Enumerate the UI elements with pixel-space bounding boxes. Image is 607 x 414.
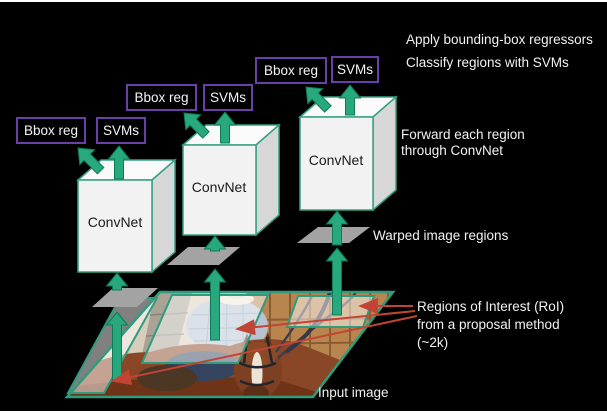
bbox-reg-box-1: Bbox reg: [16, 117, 86, 144]
green-arrow-convnet-to-bboxreg-2: [183, 112, 210, 139]
bbox-reg-label-2: Bbox reg: [134, 90, 189, 105]
convnet-box-3-side: [372, 95, 397, 212]
warped-region-1: [92, 288, 158, 307]
annotation-input-image: Input image: [318, 385, 389, 400]
green-arrow-warp-to-convnet-1: [105, 272, 129, 291]
green-arrow-image-to-warp-3: [325, 247, 349, 316]
annotation-roi: Regions of Interest (RoI) from a proposa…: [417, 298, 564, 352]
convnet-label-1: ConvNet: [88, 214, 143, 230]
bbox-reg-label-3: Bbox reg: [263, 63, 319, 78]
photo-horse-blaze: [251, 352, 263, 394]
annotation-forward-region-line1: Forward each region: [401, 127, 525, 142]
annotation-forward-region-line2: through ConvNet: [401, 143, 504, 158]
annotation-roi-line2: from a proposal method: [417, 317, 560, 332]
svms-box-2: SVMs: [203, 84, 253, 111]
convnet-label-3: ConvNet: [309, 152, 364, 168]
svms-label-2: SVMs: [209, 90, 246, 105]
green-arrow-convnet-to-svms-2: [213, 111, 237, 144]
photo-bridle: [237, 336, 277, 387]
convnet-label-2: ConvNet: [192, 179, 247, 195]
slide-bottom-edge: [0, 411, 607, 414]
photo-saddle: [137, 365, 197, 391]
convnet-box-2-front: [182, 144, 257, 236]
green-arrow-convnet-to-bboxreg-1: [77, 147, 105, 175]
bbox-reg-box-3: Bbox reg: [255, 57, 327, 84]
input-image-plane-border: [64, 290, 396, 399]
green-arrow-warp-to-convnet-2: [203, 235, 227, 252]
roi-region-middle: [140, 294, 270, 364]
slide-top-edge: [0, 0, 607, 2]
warped-region-2: [167, 247, 240, 265]
convnet-box-3-front: [299, 116, 374, 211]
annotation-forward-region: Forward each region through ConvNet: [401, 127, 525, 159]
convnet-box-2-side: [255, 123, 280, 237]
convnet-box-1-side: [151, 158, 176, 274]
svms-box-3: SVMs: [331, 56, 379, 83]
red-pointer-roi-middle: [235, 310, 416, 336]
bbox-reg-box-2: Bbox reg: [126, 84, 197, 111]
svms-label-3: SVMs: [336, 62, 373, 77]
svms-box-1: SVMs: [96, 117, 146, 144]
annotation-warped-regions: Warped image regions: [373, 228, 509, 243]
convnet-box-1-front: [77, 179, 153, 273]
annotation-apply-bbox-regressors: Apply bounding-box regressors: [406, 32, 593, 47]
annotation-classify-svms: Classify regions with SVMs: [406, 55, 569, 70]
bbox-reg-label-1: Bbox reg: [23, 123, 79, 138]
green-arrow-convnet-to-svms-3: [338, 84, 362, 116]
annotation-roi-line3: (~2k): [417, 335, 449, 350]
green-arrow-warp-to-convnet-3: [325, 210, 349, 246]
green-arrow-convnet-to-svms-1: [107, 145, 131, 180]
convnet-box-1: [75, 158, 178, 274]
svms-label-1: SVMs: [102, 123, 139, 138]
annotation-roi-line1: Regions of Interest (RoI): [417, 299, 565, 314]
red-pointer-roi-left: [111, 315, 418, 386]
green-arrow-convnet-to-bboxreg-3: [305, 86, 332, 113]
green-arrow-image-to-warp-2: [203, 268, 227, 341]
